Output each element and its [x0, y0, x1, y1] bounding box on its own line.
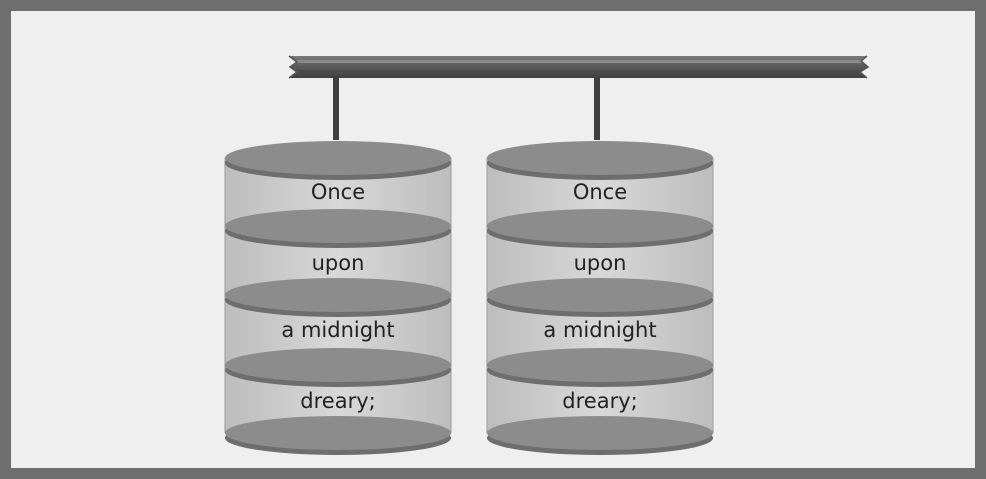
connector-left: [333, 78, 339, 140]
platter: [225, 278, 451, 317]
platter: [487, 278, 713, 317]
platter: [487, 348, 713, 387]
platter: [487, 209, 713, 248]
segment-label: upon: [574, 251, 627, 275]
platter: [225, 416, 451, 455]
segment-label: Once: [573, 180, 627, 204]
platter: [225, 209, 451, 248]
disk-left: Once upon a midnight dreary;: [224, 141, 452, 455]
platter: [487, 416, 713, 455]
connector-right: [594, 78, 600, 140]
segment-label: a midnight: [281, 318, 394, 342]
segment-label: a midnight: [543, 318, 656, 342]
platter: [225, 348, 451, 387]
platter: [225, 141, 451, 180]
segment-label: dreary;: [300, 389, 375, 413]
platter: [487, 141, 713, 180]
disk-right: Once upon a midnight dreary;: [486, 141, 714, 455]
segment-label: dreary;: [562, 389, 637, 413]
segment-label: upon: [312, 251, 365, 275]
segment-label: Once: [311, 180, 365, 204]
bus-bar: [288, 55, 870, 79]
